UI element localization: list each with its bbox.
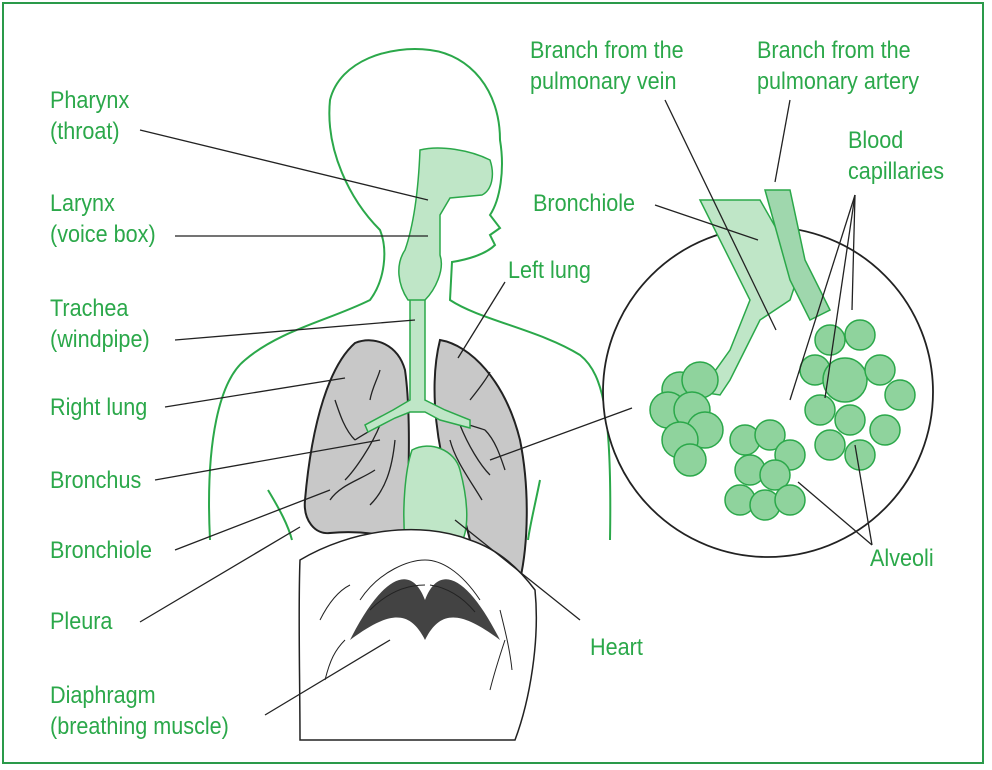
label-pharynx: Pharynx (throat) — [50, 85, 129, 147]
label-heart: Heart — [590, 632, 643, 663]
label-pleura-text: Pleura — [50, 606, 112, 637]
label-right-lung-text: Right lung — [50, 392, 147, 423]
label-blood-capillaries-line1: Blood — [848, 125, 944, 156]
label-left-lung: Left lung — [508, 255, 591, 286]
label-left-lung-text: Left lung — [508, 255, 591, 286]
label-blood-capillaries-line2: capillaries — [848, 156, 944, 187]
label-right-lung: Right lung — [50, 392, 147, 423]
label-pharynx-line1: Pharynx — [50, 85, 129, 116]
label-inset-bronchiole: Bronchiole — [533, 188, 635, 219]
label-pharynx-line2: (throat) — [50, 116, 129, 147]
label-pulmonary-artery-line2: pulmonary artery — [757, 66, 919, 97]
label-bronchiole-text: Bronchiole — [50, 535, 152, 566]
label-trachea: Trachea (windpipe) — [50, 293, 150, 355]
label-pulmonary-vein-line2: pulmonary vein — [530, 66, 684, 97]
label-bronchus-text: Bronchus — [50, 465, 141, 496]
label-heart-text: Heart — [590, 632, 643, 663]
label-alveoli-text: Alveoli — [870, 543, 934, 574]
label-bronchiole: Bronchiole — [50, 535, 152, 566]
label-diaphragm-line2: (breathing muscle) — [50, 711, 229, 742]
label-trachea-line2: (windpipe) — [50, 324, 150, 355]
label-inset-bronchiole-text: Bronchiole — [533, 188, 635, 219]
label-larynx-line2: (voice box) — [50, 219, 156, 250]
label-pulmonary-artery-line1: Branch from the — [757, 35, 919, 66]
label-trachea-line1: Trachea — [50, 293, 150, 324]
label-pulmonary-vein-line1: Branch from the — [530, 35, 684, 66]
diaphragm-muscle — [299, 530, 536, 740]
label-pleura: Pleura — [50, 606, 112, 637]
label-larynx-line1: Larynx — [50, 188, 156, 219]
label-diaphragm-line1: Diaphragm — [50, 680, 229, 711]
label-larynx: Larynx (voice box) — [50, 188, 156, 250]
label-diaphragm: Diaphragm (breathing muscle) — [50, 680, 229, 742]
label-pulmonary-vein: Branch from the pulmonary vein — [530, 35, 684, 97]
right-lung — [305, 340, 409, 542]
larynx-pharynx — [399, 148, 493, 300]
label-pulmonary-artery: Branch from the pulmonary artery — [757, 35, 919, 97]
label-alveoli: Alveoli — [870, 543, 934, 574]
label-blood-capillaries: Blood capillaries — [848, 125, 944, 187]
label-bronchus: Bronchus — [50, 465, 141, 496]
